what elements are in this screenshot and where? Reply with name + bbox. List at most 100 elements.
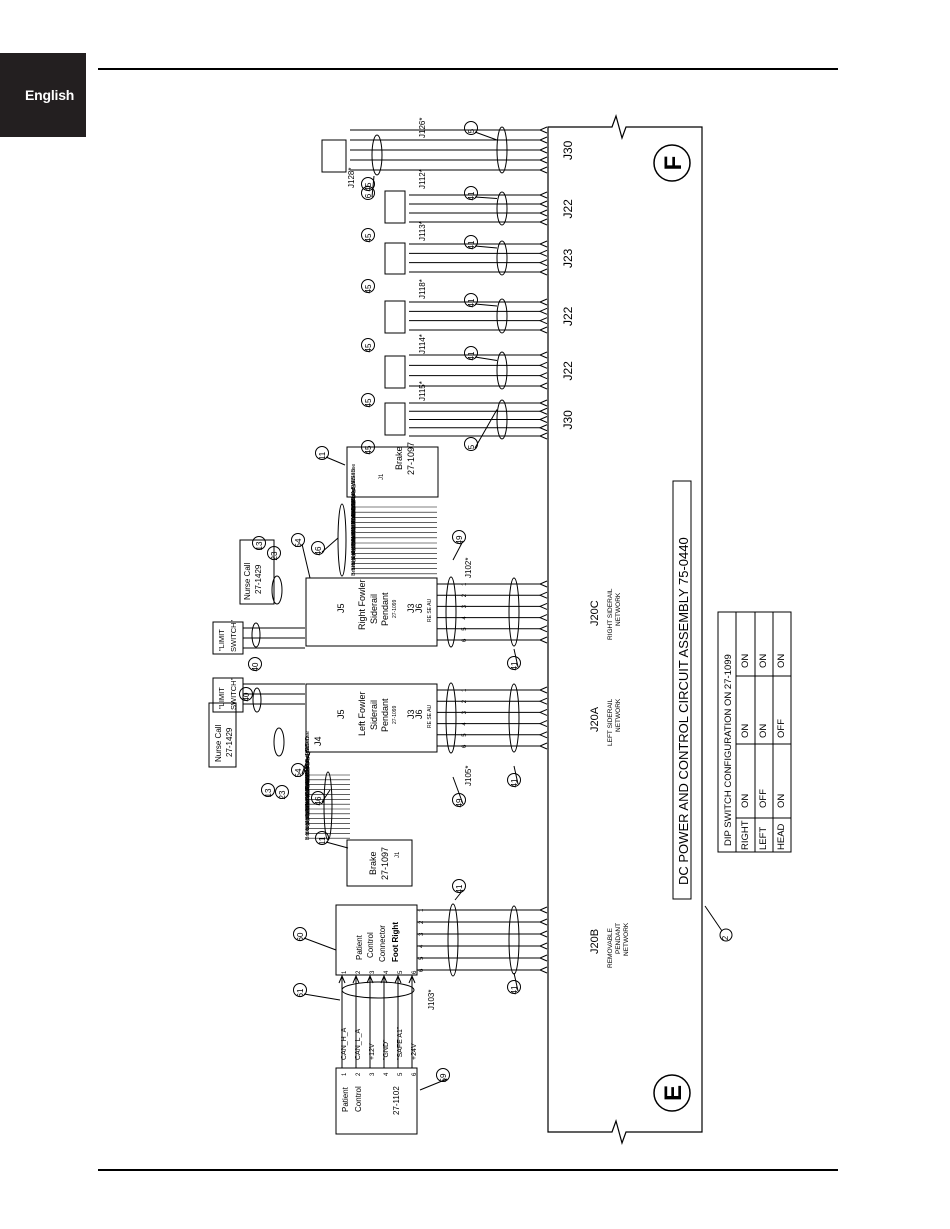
brake-wire-label: Left_Brake_SW/ID	[305, 736, 311, 782]
brake-harness-callout	[311, 541, 325, 555]
board-wire-arrow	[538, 382, 548, 390]
brake-name: Brake	[368, 851, 378, 875]
wire-group-label: J112*	[418, 169, 427, 189]
remote-harness-callout-label: 6	[364, 193, 373, 198]
connector-callout-leader	[474, 131, 498, 141]
pin-number: 1	[342, 1072, 348, 1076]
remote-box-callout	[361, 228, 375, 242]
pin-number: 4	[384, 1072, 390, 1076]
board-wire-arrow	[538, 317, 548, 325]
pendant-callout	[291, 763, 305, 777]
brake-wire-label: Brake_Lamp_Ground	[351, 508, 357, 561]
limit-switch-harness	[251, 622, 261, 648]
remote-connector-box	[384, 355, 406, 389]
brake-wire-label: Brake_Left_Steer	[305, 787, 311, 830]
remote-harness-callout-leader	[371, 175, 375, 198]
harness-bundle	[496, 298, 508, 334]
pin-number: 4	[462, 616, 468, 620]
connector-callout	[464, 293, 478, 307]
nurse-call-harness-callout	[267, 546, 281, 560]
brake-callout-label: 11	[318, 836, 327, 845]
board-callout-label: 2	[721, 935, 730, 940]
limit-switch-line2: SWITCH"	[229, 677, 238, 710]
language-tab[interactable]: English	[0, 53, 86, 137]
pendant-net: RE SE AU	[427, 599, 433, 622]
remote-box-callout	[361, 279, 375, 293]
patient-wire-arrow	[366, 974, 374, 984]
patient-control-callout-leader	[419, 1078, 448, 1091]
board-connector-label: J30	[561, 410, 575, 430]
network-wire-arrow	[538, 742, 548, 750]
connector-callout-label: 41	[467, 191, 476, 200]
connector-callout-leader	[474, 196, 498, 199]
board-wire-arrow	[538, 399, 548, 407]
language-tab-label: English	[25, 87, 75, 103]
dip-row-value: ON	[740, 724, 751, 738]
pendant-jlabel: J102*	[464, 558, 473, 578]
remote-connector-box	[384, 190, 406, 224]
board-wire-arrow	[538, 200, 548, 208]
brake-wire-label: Brake_Lamp_Ground	[305, 773, 311, 826]
brake-wire-label: Brake_Left_Brk	[351, 538, 357, 576]
pin-number: 3	[419, 932, 425, 936]
patient-control-part: 27-1102	[392, 1086, 401, 1115]
wire-group-label: J118*	[418, 279, 427, 299]
patient-wire-arrow	[352, 974, 360, 984]
patient-wire-arrow	[394, 974, 402, 984]
brake-wire-label: +5V	[305, 767, 311, 777]
limit-switch-line2: SWITCH"	[229, 619, 238, 652]
brake-wire-label: Brake_LED_Neutral	[305, 767, 311, 816]
patient-connector-callout-leader	[303, 937, 337, 951]
limit-switch-box	[212, 677, 244, 713]
network-wire-arrow	[538, 686, 548, 694]
patient-network-wire-arrow	[538, 930, 548, 938]
limit-switch-line1: "LIMIT	[217, 687, 226, 709]
pin-number: 4	[384, 970, 390, 974]
patient-wire-label: CAN_H_A	[341, 1027, 348, 1060]
pin-number: 1	[342, 970, 348, 974]
pendant-harness-callout-label: 49	[455, 798, 464, 807]
network-connector-sub: NETWORK	[623, 922, 630, 956]
pin-number: 2	[356, 1072, 362, 1076]
pendant-callout-label: 54	[294, 768, 303, 777]
remote-connector-box	[384, 402, 406, 436]
brake-wire-label: Brake_LED_Brake	[305, 775, 311, 821]
pin-number: 5	[462, 627, 468, 631]
patient-connector-line2: Control	[366, 932, 375, 958]
board-wire-arrow	[538, 298, 548, 306]
remote-box-callout-label: 45	[364, 233, 373, 242]
patient-wire-arrow	[380, 974, 388, 984]
brake-wire-label: Brake_LED_Brake	[351, 510, 357, 556]
nurse-call-callout-label: 13	[255, 541, 264, 550]
dip-row-label: RIGHT	[740, 820, 751, 850]
harness-bundle	[496, 240, 508, 276]
patient-wire-label: "SAFE A1"	[397, 1026, 404, 1060]
limit-switch-callout-label: 40	[251, 662, 260, 671]
brake-sub: J1	[395, 851, 401, 858]
patient-connector-jlabel: J103*	[427, 990, 436, 1010]
network-connector-label: J20A	[589, 706, 601, 732]
brake-harness-callout-leader	[321, 537, 339, 553]
brake-wire-label: Brake_SW_Defeat	[351, 478, 357, 524]
pin-number: 2	[356, 970, 362, 974]
pendant-line3: Pendant	[380, 698, 390, 732]
network-wire-arrow	[538, 697, 548, 705]
pin-number: 1	[462, 688, 468, 692]
nurse-call-box	[208, 702, 237, 768]
board-connector-label: J22	[561, 361, 575, 381]
network-wire-arrow	[538, 580, 548, 588]
patient-connector-callout-label: 60	[296, 932, 305, 941]
brake-wire-label: Left_Brake_SW/Sense	[351, 464, 357, 520]
board-wire-arrow	[538, 416, 548, 423]
pin-number: 5	[462, 733, 468, 737]
board-wire-arrow	[538, 218, 548, 226]
pin-number: 2	[462, 699, 468, 703]
patient-wire-arrow	[408, 974, 416, 984]
network-wire-arrow	[538, 708, 548, 716]
dip-table-title: DIP SWITCH CONFIGURATION ON 27-1099	[723, 654, 734, 846]
brake-callout-leader	[325, 456, 346, 466]
network-connector-sub: REMOVABLE	[607, 927, 614, 968]
limit-switch-line1: "LIMIT	[217, 629, 226, 651]
pendant-j5: J5	[336, 603, 346, 613]
connector-callout-label: 5	[467, 128, 476, 133]
